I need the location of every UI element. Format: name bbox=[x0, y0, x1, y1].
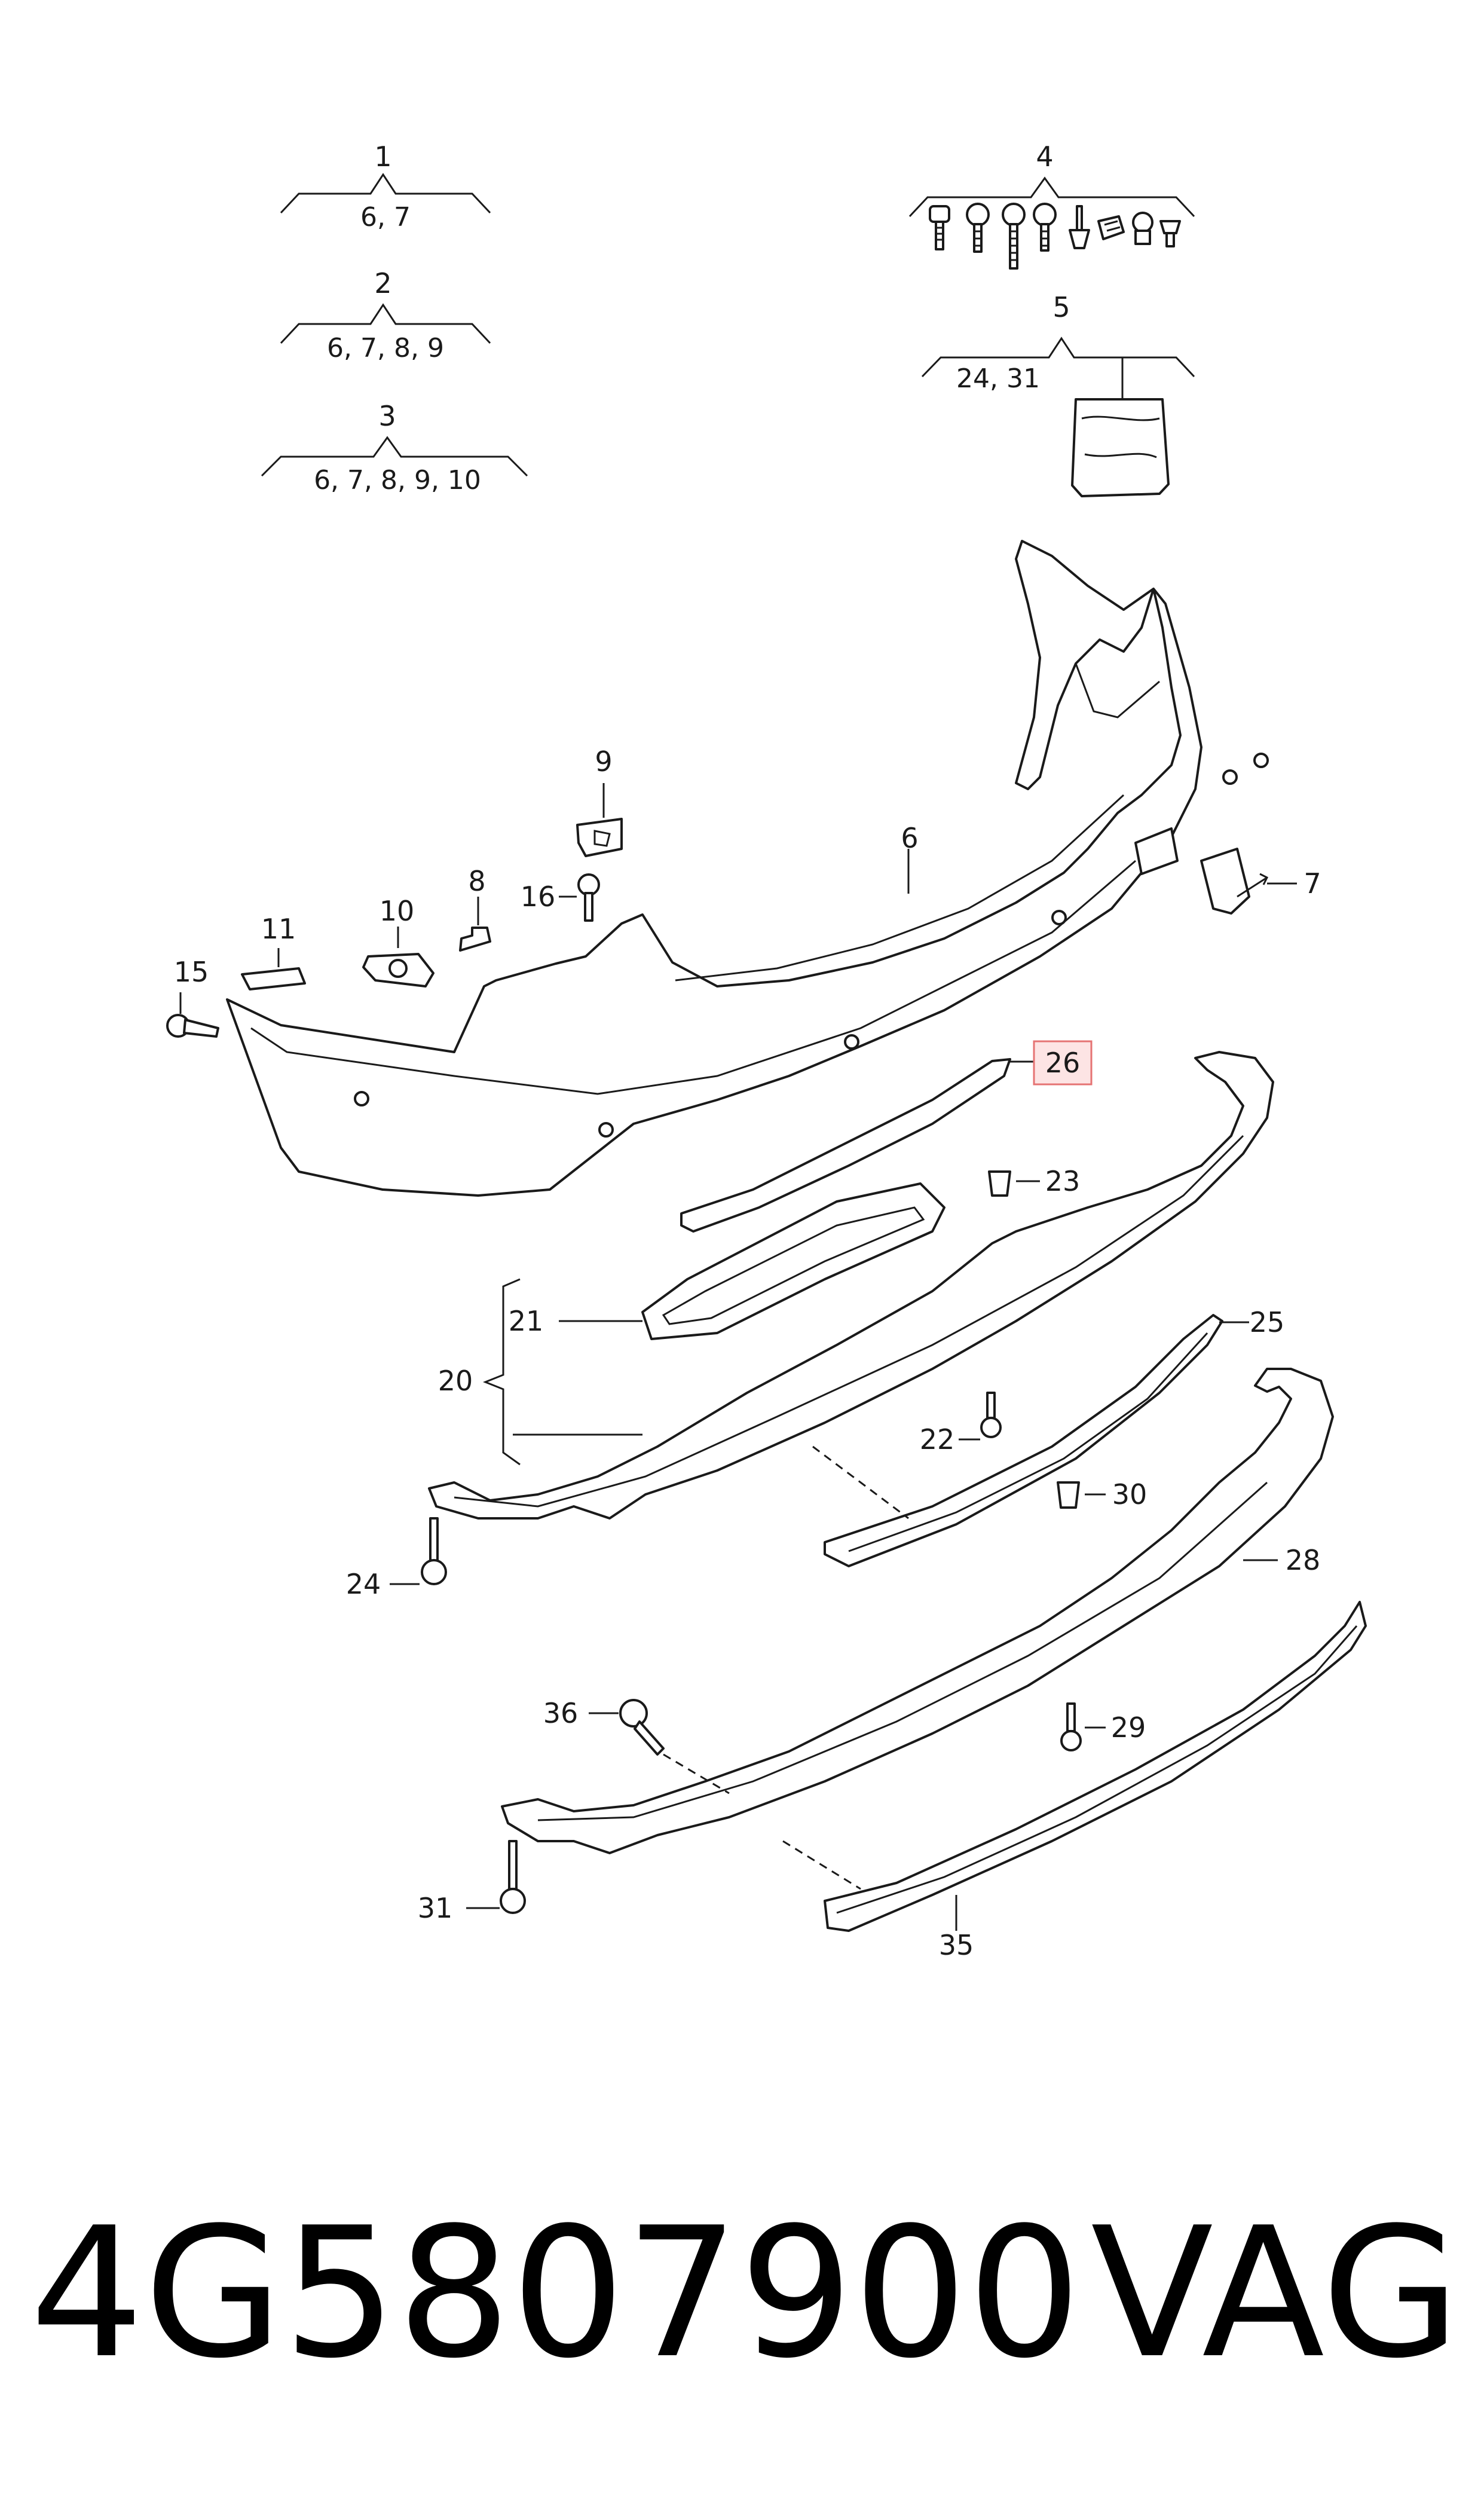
highlight-box-26 bbox=[1033, 1040, 1093, 1086]
bracket-10: 10 bbox=[362, 895, 435, 988]
kit-1-brace bbox=[280, 173, 491, 214]
bumper-cover: 6 bbox=[226, 540, 1269, 1197]
callout-24: 24 bbox=[346, 1568, 381, 1600]
callout-31: 31 bbox=[418, 1892, 453, 1924]
callout-25: 25 bbox=[1250, 1306, 1285, 1338]
callout-22: 22 bbox=[920, 1423, 955, 1456]
kit-4-number: 4 bbox=[1036, 140, 1053, 173]
parking-sensor-hole bbox=[598, 1122, 614, 1138]
kit-5-number: 5 bbox=[1052, 291, 1070, 323]
callout-11: 11 bbox=[261, 913, 296, 945]
clip-30: 30 bbox=[1057, 1478, 1148, 1511]
kit-group-5: 5 24, 31 bbox=[921, 291, 1195, 497]
callout-35: 35 bbox=[939, 1929, 974, 1961]
callout-8: 8 bbox=[468, 865, 485, 897]
parking-sensor-hole bbox=[1051, 910, 1067, 925]
bolt-icon bbox=[929, 205, 950, 250]
parking-sensor-hole bbox=[1253, 753, 1269, 768]
exhaust-trim-frame-21 bbox=[641, 1182, 946, 1340]
screw-15: 15 bbox=[166, 956, 219, 1038]
screw-16: 16 bbox=[521, 873, 600, 922]
callout-10: 10 bbox=[380, 895, 415, 927]
kit-1-number: 1 bbox=[374, 140, 391, 173]
callout-28: 28 bbox=[1286, 1544, 1321, 1576]
callout-15: 15 bbox=[174, 956, 209, 988]
screw-29: 29 bbox=[1060, 1702, 1146, 1751]
callout-23: 23 bbox=[1045, 1165, 1081, 1197]
kit-group-3: 3 6, 7, 8, 9, 10 bbox=[261, 400, 528, 496]
kit-1-contents: 6, 7 bbox=[360, 202, 411, 233]
parking-sensor-hole bbox=[354, 1091, 369, 1106]
diffuser-20 bbox=[428, 1051, 1274, 1520]
kit-5-contents: 24, 31 bbox=[956, 363, 1040, 394]
kit-3-brace bbox=[261, 436, 528, 477]
callout-21: 21 bbox=[509, 1305, 544, 1337]
bolt-icon bbox=[1033, 203, 1057, 252]
bumper-cover-outline bbox=[226, 540, 1203, 1197]
parking-sensor-hole bbox=[1222, 769, 1238, 785]
kit-3-contents: 6, 7, 8, 9, 10 bbox=[314, 465, 481, 496]
nut-icon bbox=[1132, 212, 1153, 245]
callout-36: 36 bbox=[543, 1697, 579, 1729]
trim-strip-26: 26 bbox=[680, 1040, 1093, 1233]
kit-3-number: 3 bbox=[378, 400, 396, 432]
callout-9: 9 bbox=[595, 745, 612, 778]
screw-22: 22 bbox=[920, 1392, 1002, 1456]
lower-diffuser-28: 28 bbox=[501, 1368, 1334, 1854]
callout-20: 20 bbox=[438, 1365, 473, 1397]
parking-sensor-hole bbox=[844, 1034, 859, 1050]
parts-bag-icon bbox=[1071, 398, 1170, 497]
screw-31: 31 bbox=[418, 1840, 526, 1924]
callout-16: 16 bbox=[521, 881, 556, 913]
expanding-rivet-icon bbox=[1069, 205, 1090, 249]
clip-icon bbox=[1097, 215, 1125, 240]
tow-eye-opening bbox=[1134, 827, 1179, 875]
callout-29: 29 bbox=[1111, 1711, 1146, 1744]
bracket-8: 8 bbox=[459, 865, 491, 952]
kit-group-2: 2 6, 7, 8, 9 bbox=[280, 267, 491, 363]
grille-25: 25 bbox=[812, 1306, 1285, 1567]
clip-23: 23 bbox=[988, 1165, 1081, 1197]
callout-7: 7 bbox=[1304, 867, 1321, 900]
callout-6: 6 bbox=[901, 822, 918, 854]
callout-30: 30 bbox=[1112, 1478, 1148, 1511]
kit-group-1: 1 6, 7 bbox=[280, 140, 491, 233]
bolt-icon bbox=[966, 203, 990, 253]
assembly-brace-20 bbox=[482, 1278, 521, 1466]
trim-strip-35: 35 bbox=[782, 1601, 1367, 1961]
diffuser-assembly: 21 20 bbox=[428, 1051, 1274, 1520]
screw-24: 24 bbox=[346, 1517, 447, 1600]
kit-4-brace bbox=[908, 176, 1195, 218]
bracket-9: 9 bbox=[576, 745, 623, 857]
tow-eye-cover: 7 bbox=[1200, 848, 1321, 915]
callout-26: 26 bbox=[1045, 1047, 1081, 1079]
screw-36: 36 bbox=[543, 1697, 730, 1794]
kit-2-contents: 6, 7, 8, 9 bbox=[327, 333, 444, 363]
kit-group-4: 4 bbox=[908, 140, 1195, 270]
part-number: 4G5807900 bbox=[30, 2189, 1081, 2398]
screw-icon bbox=[1002, 203, 1026, 270]
push-pin-icon bbox=[1159, 220, 1181, 247]
kit-2-number: 2 bbox=[374, 267, 391, 299]
kit-5-brace bbox=[921, 337, 1195, 378]
label-11: 11 bbox=[241, 913, 306, 990]
fastener-assortment-icons bbox=[929, 203, 1181, 270]
brand-label: VAG bbox=[1091, 2189, 1460, 2398]
kit-2-brace bbox=[280, 303, 491, 344]
